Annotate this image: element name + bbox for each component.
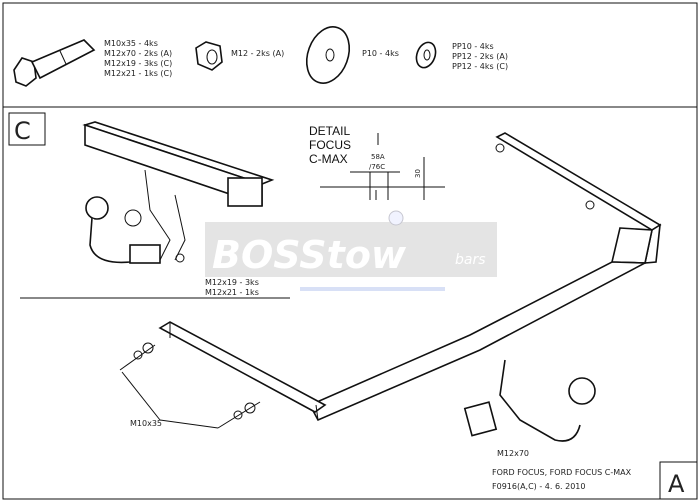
bolt-spec-2: M12x70 - 2ks (A) <box>104 49 172 58</box>
variant-a-letter: A <box>668 470 685 498</box>
variant-c-box <box>8 112 46 146</box>
detail-bolt-label-1: M12x19 - 3ks <box>205 278 259 287</box>
dim-width-1: 58A <box>371 153 385 161</box>
dim-width-2: /76C <box>369 163 385 171</box>
watermark-suffix: bars <box>455 252 486 268</box>
bolt-spec-3: M12x19 - 3ks (C) <box>104 59 172 68</box>
nut-spec: M12 - 2ks (A) <box>231 49 284 58</box>
detail-c-drawing <box>20 121 290 299</box>
drawing-frame <box>2 106 698 500</box>
spring-washer-icon <box>415 41 437 69</box>
detail-title-3: C-MAX <box>309 152 348 166</box>
spring-washer-spec-3: PP12 - 4ks (C) <box>452 62 508 71</box>
bolt-spec-1: M10x35 - 4ks <box>104 39 158 48</box>
vehicle-label: FORD FOCUS, FORD FOCUS C-MAX <box>492 468 632 477</box>
bolt-icon <box>13 39 96 87</box>
bolt-label-right: M12x70 <box>497 449 529 458</box>
watermark-logo: BOSStow bars <box>205 210 497 291</box>
detail-bolt-label-2: M12x21 - 1ks <box>205 288 259 297</box>
nut-icon <box>195 41 223 71</box>
variant-a-box <box>659 461 698 500</box>
dim-height: 30 <box>414 169 422 178</box>
washer-icon <box>305 26 351 84</box>
watermark-brand: BOSStow <box>212 233 407 277</box>
drawing-code: F0916(A,C) - 4. 6. 2010 <box>492 482 586 491</box>
bolt-set-left <box>119 342 261 429</box>
washer-spec: P10 - 4ks <box>362 49 399 58</box>
bolt-label-left: M10x35 <box>130 419 162 428</box>
detail-dimensions <box>320 133 445 200</box>
detail-title-1: DETAIL <box>309 124 350 138</box>
detail-title-2: FOCUS <box>309 138 351 152</box>
variant-c-letter: C <box>14 117 31 145</box>
spring-washer-spec-2: PP12 - 2ks (A) <box>452 52 508 61</box>
spring-washer-spec-1: PP10 - 4ks <box>452 42 494 51</box>
bolt-spec-4: M12x21 - 1ks (C) <box>104 69 172 78</box>
towbar-main-drawing <box>158 132 662 442</box>
